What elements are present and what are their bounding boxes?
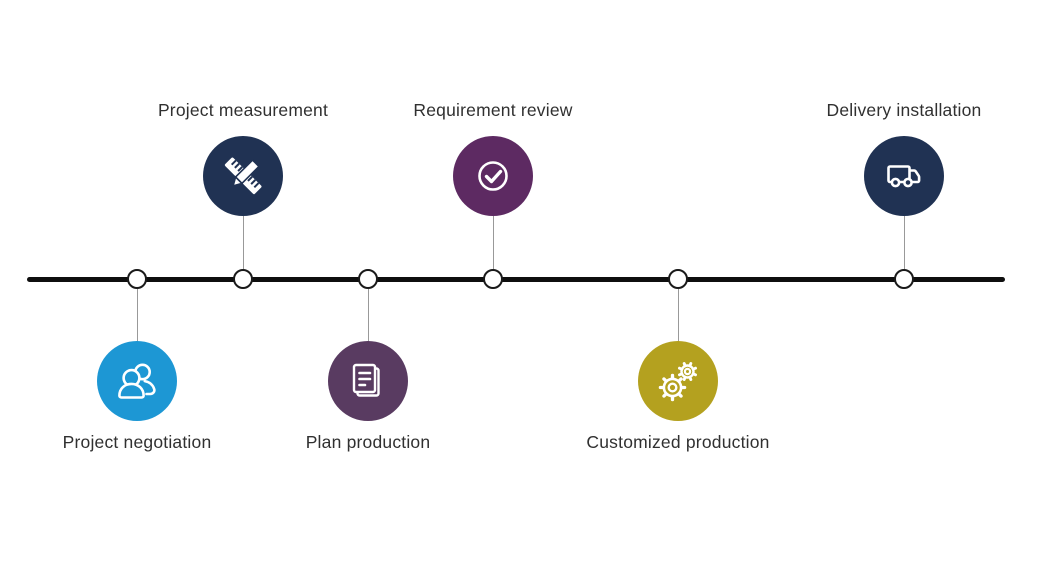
- step-label: Plan production: [305, 432, 431, 452]
- connector-line: [242, 216, 244, 269]
- timeline-node: [127, 268, 147, 289]
- step-icon-circle: [97, 341, 177, 421]
- connector-line: [492, 216, 494, 269]
- timeline-node: [483, 268, 503, 289]
- connector-line: [903, 216, 905, 269]
- step-label: Project negotiation: [62, 432, 212, 452]
- step-label: Customized production: [586, 432, 770, 452]
- connector-line: [367, 289, 369, 342]
- people-icon: [118, 363, 156, 399]
- timeline-node: [668, 268, 688, 289]
- step-icon-circle: [203, 136, 283, 216]
- step-label: Delivery installation: [826, 100, 982, 120]
- truck-icon: [887, 165, 921, 188]
- connector-line: [136, 289, 138, 342]
- step-label: Project measurement: [157, 100, 329, 120]
- document-icon: [352, 363, 380, 397]
- gears-icon: [658, 362, 697, 402]
- timeline-node: [233, 268, 253, 289]
- timeline-node: [894, 268, 914, 289]
- timeline-node: [358, 268, 378, 289]
- timeline-axis: [27, 276, 1005, 282]
- connector-line: [677, 289, 679, 342]
- step-icon-circle: [453, 136, 533, 216]
- ruler-pencil-icon: [224, 157, 262, 195]
- step-icon-circle: [864, 136, 944, 216]
- step-icon-circle: [328, 341, 408, 421]
- step-label: Requirement review: [413, 100, 573, 120]
- step-icon-circle: [638, 341, 718, 421]
- check-circle-icon: [478, 161, 508, 191]
